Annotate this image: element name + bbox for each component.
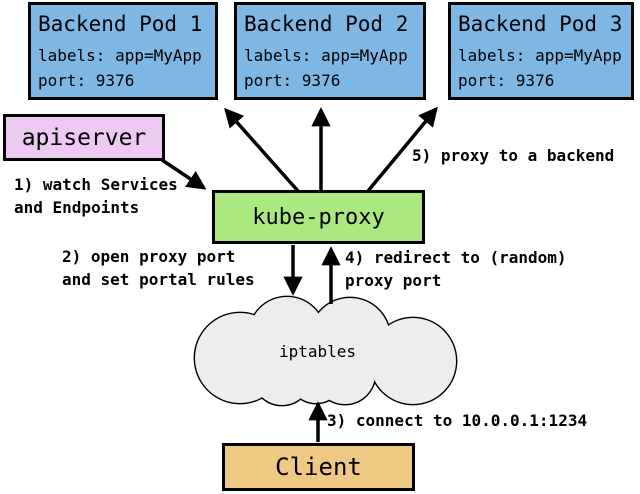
iptables-cloud-shape: [193, 295, 458, 407]
pod-labels: labels: app=MyApp: [458, 46, 622, 65]
arrow-step5-to-pod1: [224, 107, 300, 193]
annotation-step1-watch-services: 1) watch Services and Endpoints: [14, 175, 178, 217]
apiserver-label: apiserver: [21, 124, 147, 151]
arrow-step5-to-pod3: [366, 106, 438, 193]
pod-port: port: 9376: [458, 71, 555, 90]
pod-port: port: 9376: [38, 71, 135, 90]
kube-proxy-node: kube-proxy: [212, 190, 425, 244]
apiserver-node: apiserver: [3, 114, 165, 161]
annotation-step2-open-proxy-port: 2) open proxy port and set portal rules: [62, 247, 255, 289]
backend-pod-1: Backend Pod 1 labels: app=MyApp port: 93…: [28, 2, 218, 100]
backend-pod-3: Backend Pod 3 labels: app=MyApp port: 93…: [448, 2, 634, 100]
pod-labels: labels: app=MyApp: [38, 46, 202, 65]
client-node: Client: [222, 443, 415, 491]
client-label: Client: [275, 453, 362, 481]
iptables-label: iptables: [278, 342, 357, 361]
pod-port: port: 9376: [244, 71, 341, 90]
kube-proxy-label: kube-proxy: [252, 204, 385, 230]
annotation-step5-proxy-to-backend: 5) proxy to a backend: [412, 146, 615, 165]
pod-labels: labels: app=MyApp: [244, 46, 408, 65]
backend-pod-2: Backend Pod 2 labels: app=MyApp port: 93…: [234, 2, 426, 100]
pod-title: Backend Pod 1: [38, 12, 203, 36]
flow-arrows: [161, 106, 438, 442]
annotation-step3-connect: 3) connect to 10.0.0.1:1234: [327, 411, 588, 430]
pod-title: Backend Pod 3: [458, 12, 623, 36]
pod-title: Backend Pod 2: [244, 12, 409, 36]
arrow-step1-watch: [161, 158, 207, 190]
annotation-step4-redirect: 4) redirect to (random) proxy port: [345, 248, 567, 290]
